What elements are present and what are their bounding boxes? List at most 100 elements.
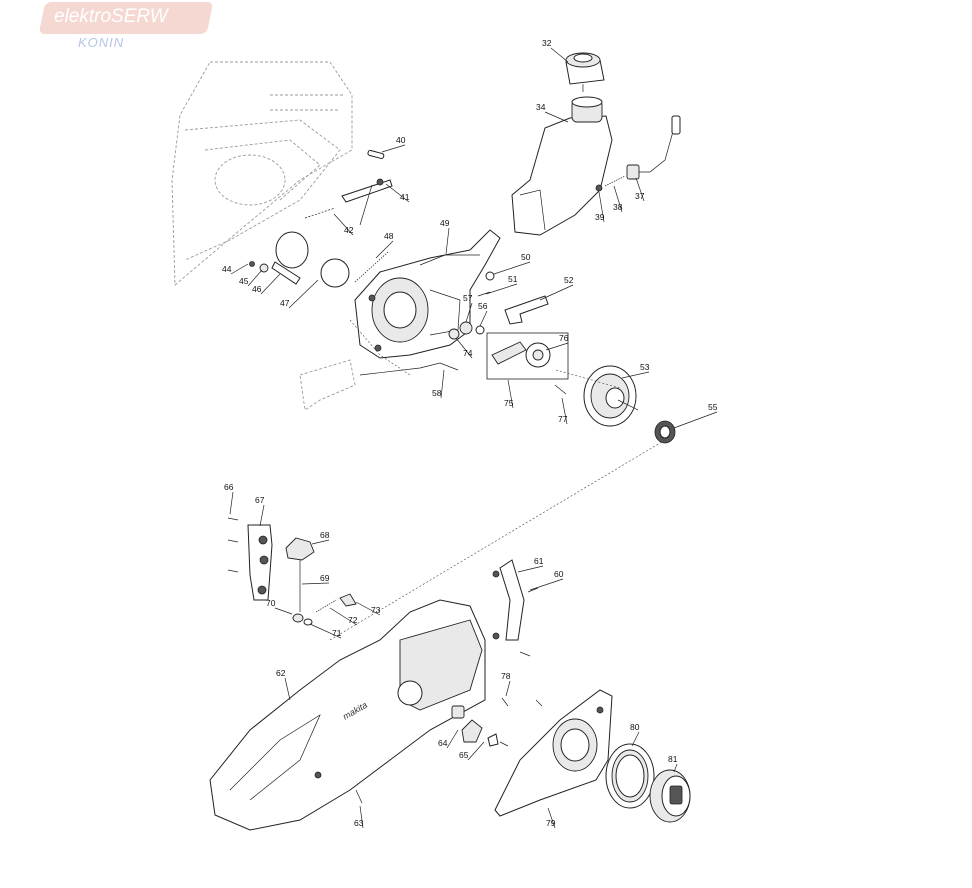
leader-line-65 [467,741,485,761]
part-label-63: 63 [354,818,364,828]
part-label-47: 47 [280,298,290,308]
leader-line-57 [465,302,473,323]
part-label-44: 44 [222,264,232,274]
part-label-70: 70 [266,598,276,608]
part-label-32: 32 [542,38,552,48]
part-label-40: 40 [396,135,406,145]
leader-line-80 [631,731,640,747]
brake-band [249,231,350,288]
leader-line-78 [505,680,511,697]
part-label-51: 51 [508,274,518,284]
leader-line-52 [539,284,574,301]
part-label-42: 42 [344,225,354,235]
leader-line-81 [673,763,678,773]
leader-line-68 [311,539,330,545]
drive-gear [583,365,639,427]
part-label-65: 65 [459,750,469,760]
leader-line-72 [329,607,358,626]
leader-line-58 [440,369,445,399]
oil-pump-assembly [486,332,569,380]
leader-line-40 [381,144,406,153]
part-label-67: 67 [255,495,265,505]
part-label-50: 50 [521,252,531,262]
part-label-39: 39 [595,212,605,222]
leader-line-38 [613,185,623,213]
part-label-73: 73 [371,605,381,615]
sprocket-parts [451,705,499,747]
spring [354,251,389,283]
part-label-60: 60 [554,569,564,579]
part-label-78: 78 [501,671,511,681]
part-label-61: 61 [534,556,544,566]
bracket [504,295,549,325]
leader-line-76 [545,342,569,351]
leader-line-34 [544,111,569,123]
leader-line-69 [301,582,330,585]
part-label-41: 41 [400,192,410,202]
rod [359,362,459,376]
sprocket-cover [494,689,613,817]
main-housing: makita [209,599,486,831]
part-label-46: 46 [252,284,262,294]
leader-line-74 [455,337,473,359]
oil-pipe-assembly [595,115,681,192]
part-label-76: 76 [559,333,569,343]
part-label-62: 62 [276,668,286,678]
locking-knob [649,769,691,823]
part-label-71: 71 [332,628,342,638]
cover-screws [499,697,543,747]
leader-line-64 [446,729,459,749]
leader-line-46 [260,273,281,295]
leader-line-41 [385,183,410,203]
assembly-line-3 [555,369,621,389]
adjust-knob [285,537,315,561]
part-label-57: 57 [463,293,473,303]
part-label-55: 55 [708,402,718,412]
locking-ring [605,743,655,809]
leader-line-39 [598,191,605,223]
leader-line-37 [635,177,645,202]
leader-line-32 [550,47,569,63]
gear-housing [354,229,501,359]
logo-brand: elektroSERW [54,6,168,27]
leader-line-63 [359,805,364,829]
part-label-45: 45 [239,276,249,286]
assembly-line [329,439,666,641]
part-label-72: 72 [348,615,358,625]
oil-tank [511,96,613,236]
leader-line-47 [288,279,319,309]
part-label-80: 80 [630,722,640,732]
part-label-77: 77 [558,414,568,424]
part-label-56: 56 [478,301,488,311]
part-label-53: 53 [640,362,650,372]
leader-line-51 [485,283,518,295]
oil-tank-cap [565,52,605,92]
leader-line-55 [673,411,718,429]
part-label-81: 81 [668,754,678,764]
part-label-69: 69 [320,573,330,583]
tensioner-plate [227,517,273,601]
part-label-75: 75 [504,398,514,408]
part-label-52: 52 [564,275,574,285]
leader-line-50 [493,261,531,275]
part-label-34: 34 [536,102,546,112]
leader-line-42 [333,213,354,236]
part-label-38: 38 [613,202,623,212]
leader-line-44 [230,263,249,275]
tension-screw [315,593,357,613]
leader-line-70 [274,607,293,615]
screw [554,384,567,395]
leader-line-60 [529,578,564,591]
part-label-58: 58 [432,388,442,398]
bearing [654,420,676,444]
leader-line-71 [309,623,342,639]
ghost-motor-housing [171,61,356,411]
leader-line-48 [375,240,394,259]
leader-line-75 [507,379,514,409]
leader-line-53 [621,371,650,379]
part-label-64: 64 [438,738,448,748]
leader-line-61 [517,565,544,573]
leader-line-73 [355,601,381,616]
